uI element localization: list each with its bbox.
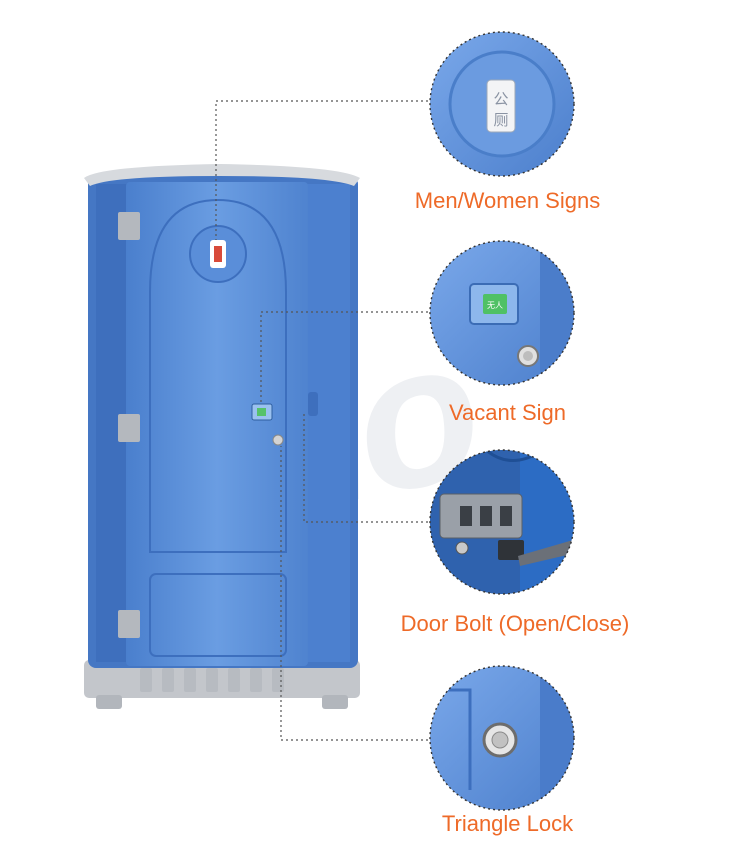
door-panel bbox=[126, 182, 308, 666]
detail-triangle-lock bbox=[429, 665, 575, 811]
door-upper-recess bbox=[149, 198, 287, 553]
men-women-chars-bottom: 厕 bbox=[493, 111, 508, 129]
door-lower-recess bbox=[149, 573, 287, 657]
roof-cap bbox=[84, 164, 360, 186]
vacant-indicator-icon bbox=[257, 408, 266, 416]
vacant-chars: 无人 bbox=[487, 301, 503, 310]
triangle-lock-small-icon bbox=[272, 434, 284, 446]
detail-door-bolt bbox=[429, 449, 575, 595]
base-vents bbox=[140, 668, 284, 692]
men-women-sign-icon bbox=[214, 246, 222, 262]
leader-triangle-lock bbox=[280, 446, 428, 741]
men-women-chars-top: 公 bbox=[493, 90, 508, 108]
label-vacant-sign: Vacant Sign bbox=[448, 400, 566, 425]
door-handle bbox=[308, 392, 318, 416]
label-door-bolt: Door Bolt (Open/Close) bbox=[400, 611, 630, 636]
leader-men-women bbox=[215, 100, 428, 240]
right-frame bbox=[306, 184, 350, 662]
base-foot-right bbox=[322, 695, 348, 709]
leader-door-bolt bbox=[303, 412, 428, 523]
portable-toilet bbox=[84, 164, 360, 709]
leader-lines bbox=[215, 100, 428, 741]
detail-men-women-sign: 公 厕 bbox=[429, 31, 575, 177]
base-foot-left bbox=[96, 695, 122, 709]
detail-vacant-sign: 无人 bbox=[429, 240, 575, 386]
label-men-women-signs: Men/Women Signs bbox=[414, 188, 601, 213]
hinges bbox=[118, 212, 140, 638]
leader-vacant bbox=[260, 311, 428, 404]
label-triangle-lock: Triangle Lock bbox=[441, 811, 574, 836]
base-plinth bbox=[84, 660, 360, 698]
